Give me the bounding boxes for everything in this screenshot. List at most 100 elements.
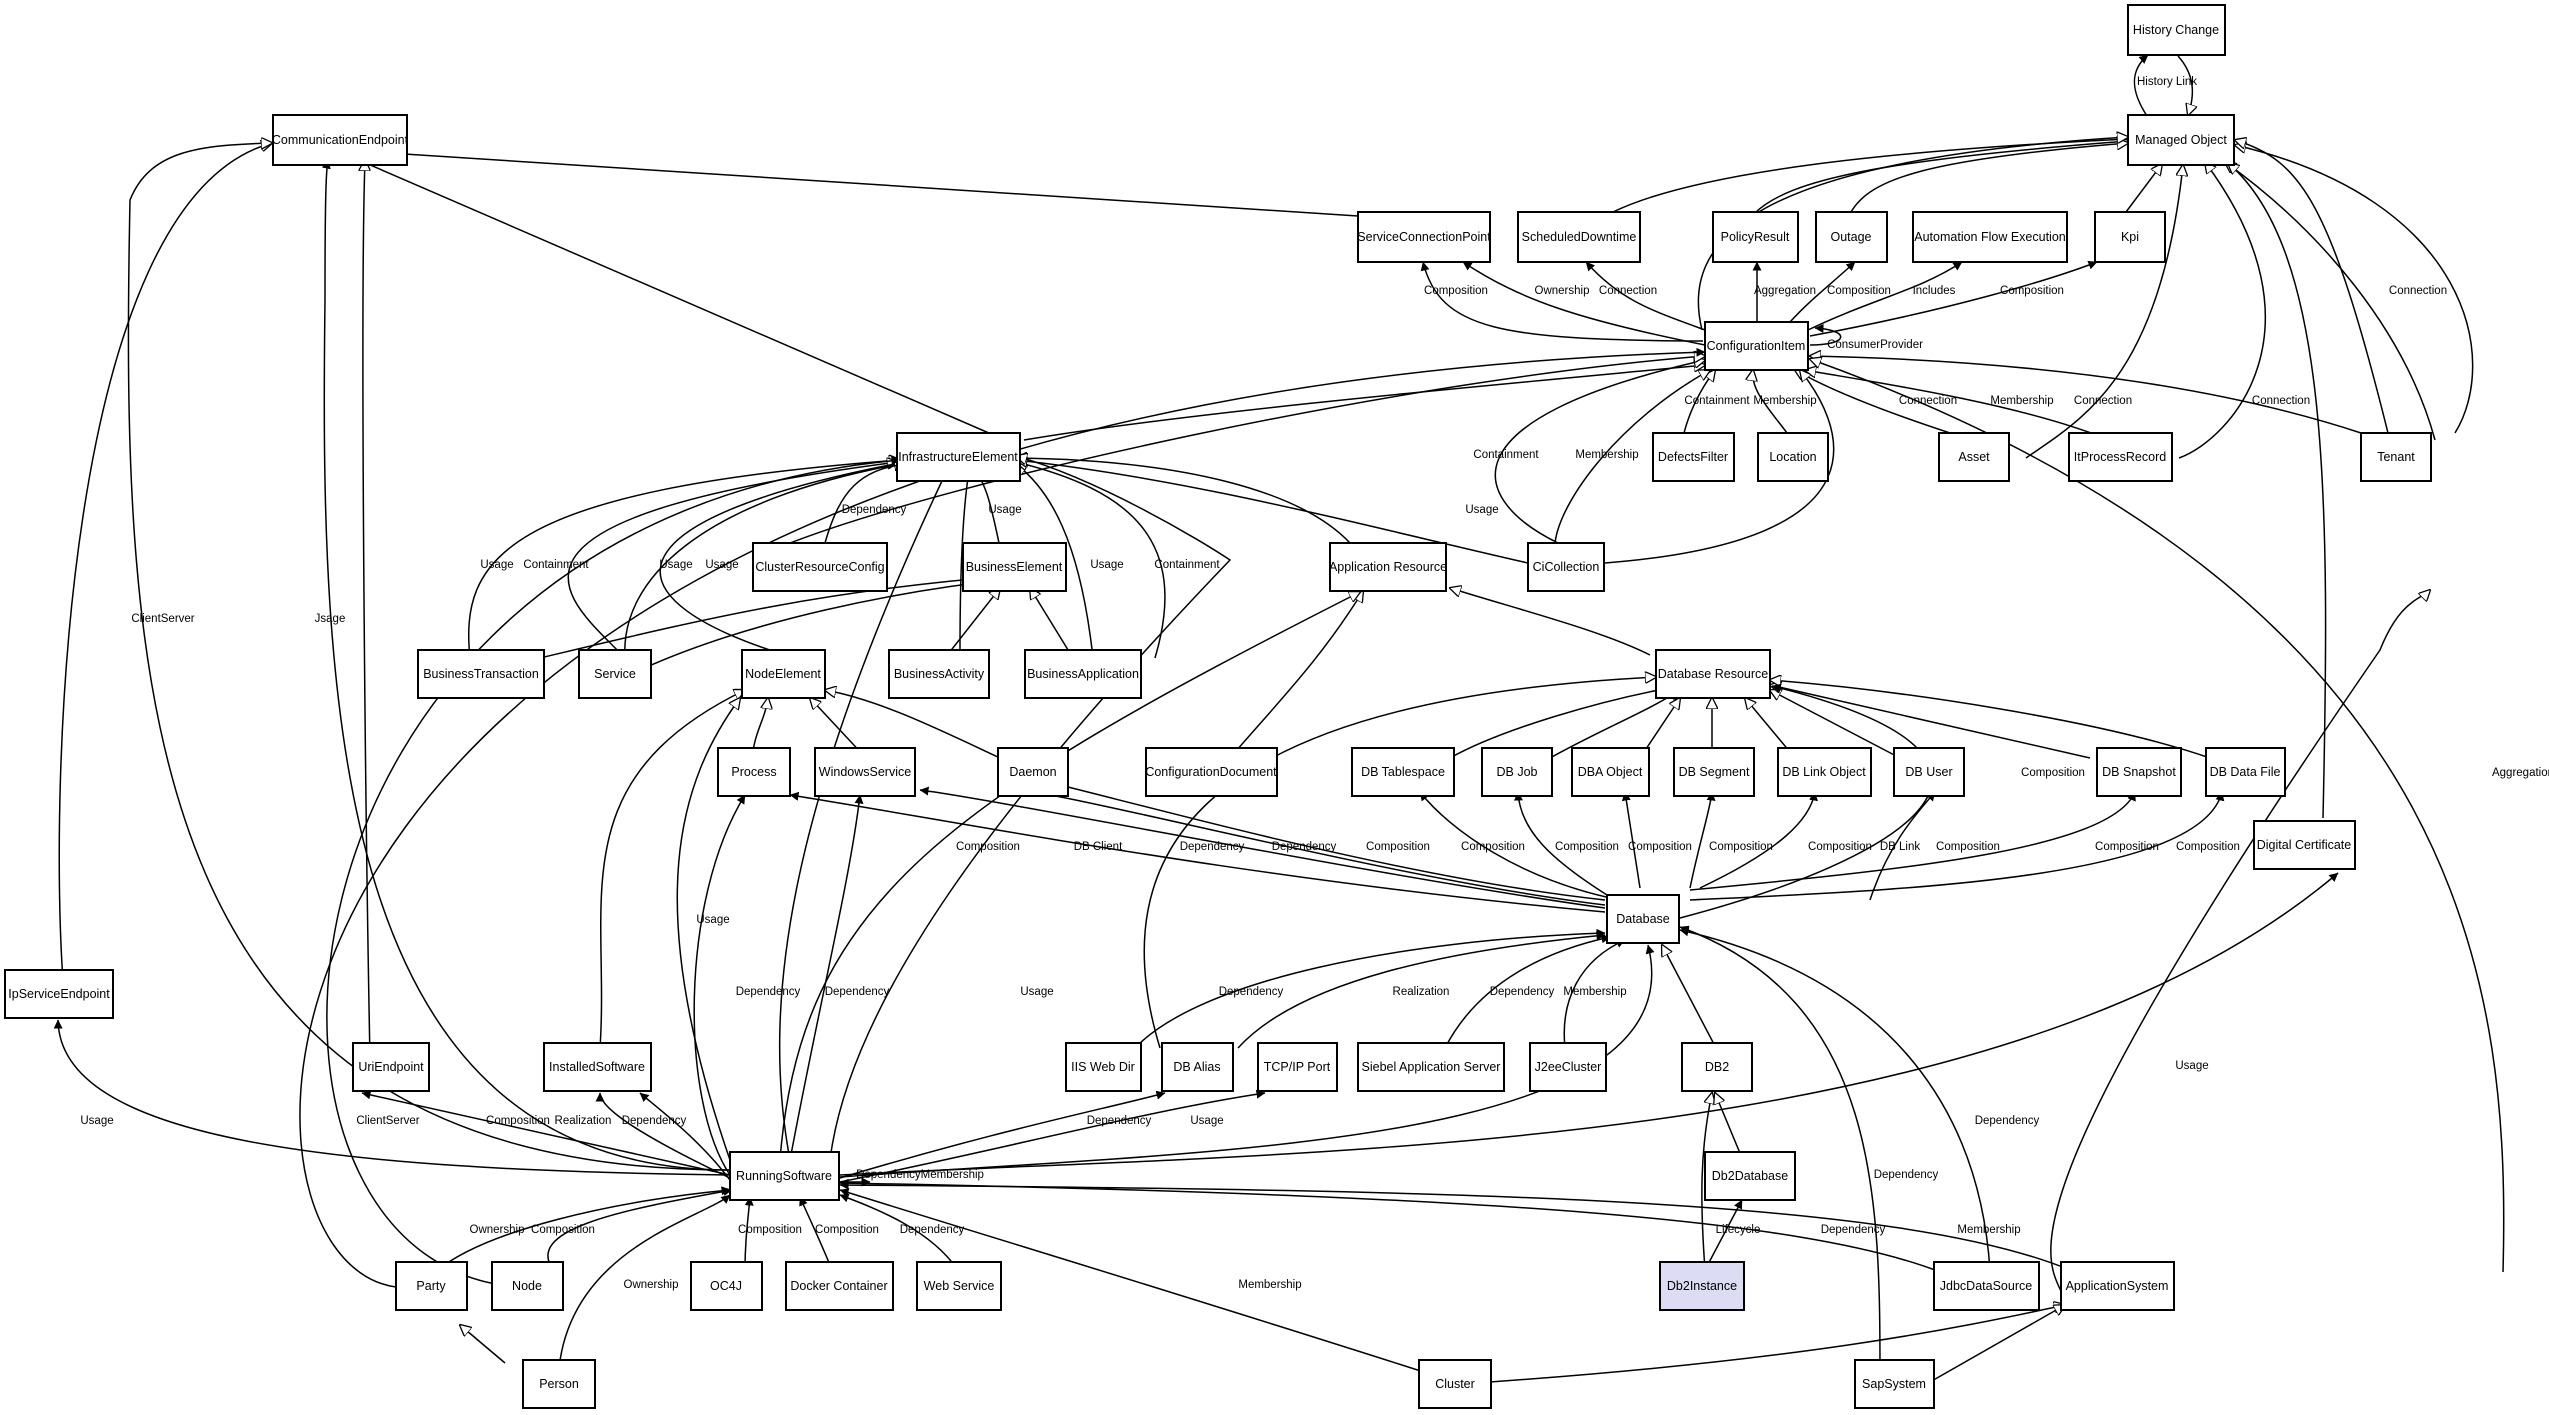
node-kpi[interactable]: Kpi [2094,211,2166,263]
node-person[interactable]: Person [522,1359,596,1409]
edge-label: Ownership [624,1279,679,1291]
edge-label: Connection [2389,285,2447,297]
node-infrastructure-element[interactable]: InfrastructureElement [896,432,1021,482]
node-db-link-object[interactable]: DB Link Object [1777,747,1872,797]
node-dba-object[interactable]: DBA Object [1571,747,1650,797]
node-docker-container[interactable]: Docker Container [785,1261,894,1311]
edge-label: Composition [2000,285,2064,297]
node-db-data-file[interactable]: DB Data File [2205,747,2286,797]
node-db2[interactable]: DB2 [1681,1042,1753,1092]
edge-label: Membership [1238,1279,1301,1291]
node-windows-service[interactable]: WindowsService [814,747,916,797]
node-location[interactable]: Location [1757,432,1829,482]
node-web-service[interactable]: Web Service [916,1261,1002,1311]
node-business-element[interactable]: BusinessElement [962,542,1067,592]
node-node-element[interactable]: NodeElement [741,649,826,699]
node-process[interactable]: Process [717,747,791,797]
node-jdbc-data-source[interactable]: JdbcDataSource [1933,1261,2040,1311]
node-policy-result[interactable]: PolicyResult [1712,211,1799,263]
node-siebel-application-server[interactable]: Siebel Application Server [1357,1042,1505,1092]
node-business-transaction[interactable]: BusinessTransaction [417,649,545,699]
node-daemon[interactable]: Daemon [997,747,1069,797]
node-sap-system[interactable]: SapSystem [1854,1359,1935,1409]
node-configuration-document[interactable]: ConfigurationDocument [1145,747,1278,797]
node-node[interactable]: Node [491,1261,564,1311]
node-service[interactable]: Service [578,649,652,699]
node-history-change[interactable]: History Change [2127,4,2226,56]
edge-labels: History Link Composition Ownership Conne… [80,76,2549,1291]
edge-label: Membership [1753,395,1816,407]
node-tcp-ip-port[interactable]: TCP/IP Port [1257,1042,1338,1092]
edge-label: Ownership [1535,285,1590,297]
node-db2-instance[interactable]: Db2Instance [1659,1261,1745,1311]
svg-text:Database Resource: Database Resource [1658,667,1769,681]
edge-label: Realization [555,1115,612,1127]
node-tenant[interactable]: Tenant [2360,432,2432,482]
node-outage[interactable]: Outage [1815,211,1888,263]
node-party[interactable]: Party [395,1261,468,1311]
edge-label: Membership [1563,986,1626,998]
edge-label: Composition [738,1224,802,1236]
node-uri-endpoint[interactable]: UriEndpoint [352,1042,430,1092]
node-managed-object[interactable]: Managed Object [2127,114,2235,166]
svg-text:BusinessTransaction: BusinessTransaction [423,667,539,681]
node-db-segment[interactable]: DB Segment [1673,747,1755,797]
svg-text:Database: Database [1616,912,1670,926]
node-business-activity[interactable]: BusinessActivity [888,649,990,699]
node-database-resource[interactable]: Database Resource [1655,649,1771,699]
edge-label: Composition [815,1224,879,1236]
svg-text:Cluster: Cluster [1435,1377,1475,1391]
node-db-alias[interactable]: DB Alias [1161,1042,1234,1092]
node-database[interactable]: Database [1606,894,1680,944]
node-installed-software[interactable]: InstalledSoftware [543,1042,652,1092]
node-ci-collection[interactable]: CiCollection [1527,542,1605,592]
node-scheduled-downtime[interactable]: ScheduledDowntime [1517,211,1641,263]
node-iis-web-dir[interactable]: IIS Web Dir [1065,1042,1142,1092]
svg-text:ClusterResourceConfig: ClusterResourceConfig [755,560,884,574]
node-application-system[interactable]: ApplicationSystem [2060,1261,2175,1311]
node-digital-certificate[interactable]: Digital Certificate [2253,820,2356,870]
node-db-job[interactable]: DB Job [1481,747,1553,797]
edge-label: Dependency [1087,1115,1152,1127]
node-db-tablespace[interactable]: DB Tablespace [1351,747,1455,797]
svg-text:ScheduledDowntime: ScheduledDowntime [1522,230,1637,244]
node-cluster[interactable]: Cluster [1418,1359,1492,1409]
svg-text:InstalledSoftware: InstalledSoftware [549,1060,645,1074]
node-business-application[interactable]: BusinessApplication [1024,649,1142,699]
svg-text:Kpi: Kpi [2121,230,2139,244]
node-db2-database[interactable]: Db2Database [1704,1151,1796,1201]
edge-label: Usage [988,504,1021,516]
node-j2ee-cluster[interactable]: J2eeCluster [1529,1042,1607,1092]
node-running-software[interactable]: RunningSoftware [729,1151,840,1201]
node-oc4j[interactable]: OC4J [690,1261,763,1311]
node-defects-filter[interactable]: DefectsFilter [1652,432,1735,482]
edge-label: Connection [1899,395,1957,407]
edge-label: Dependency [622,1115,687,1127]
edge-label: Composition [1555,841,1619,853]
edge-label: Usage [80,1115,113,1127]
svg-text:UriEndpoint: UriEndpoint [358,1060,424,1074]
svg-text:DB Data File: DB Data File [2210,765,2281,779]
node-ip-service-endpoint[interactable]: IpServiceEndpoint [4,969,114,1019]
edge-label: Containment [523,559,589,571]
edge-label: Composition [1366,841,1430,853]
edge-label: Composition [1827,285,1891,297]
node-application-resource[interactable]: Application Resource [1329,542,1447,592]
node-cluster-resource-config[interactable]: ClusterResourceConfig [752,542,888,592]
node-service-connection-point[interactable]: ServiceConnectionPoint [1357,211,1491,263]
svg-text:DB Link Object: DB Link Object [1782,765,1866,779]
node-it-process-record[interactable]: ItProcessRecord [2068,432,2173,482]
node-configuration-item[interactable]: ConfigurationItem [1704,321,1809,371]
node-db-snapshot[interactable]: DB Snapshot [2096,747,2182,797]
node-communication-endpoint[interactable]: CommunicationEndpoint [272,114,409,166]
svg-text:Person: Person [539,1377,579,1391]
edge-label: Containment [1154,559,1220,571]
node-asset[interactable]: Asset [1938,432,2010,482]
svg-text:Service: Service [594,667,636,681]
edge-label: Dependency [1180,841,1245,853]
node-automation-flow-execution[interactable]: Automation Flow Execution [1912,211,2068,263]
edge-label: ClientServer [131,613,194,625]
edge-label: DB Link [1880,841,1921,853]
svg-text:Siebel Application Server: Siebel Application Server [1362,1060,1501,1074]
node-db-user[interactable]: DB User [1893,747,1965,797]
